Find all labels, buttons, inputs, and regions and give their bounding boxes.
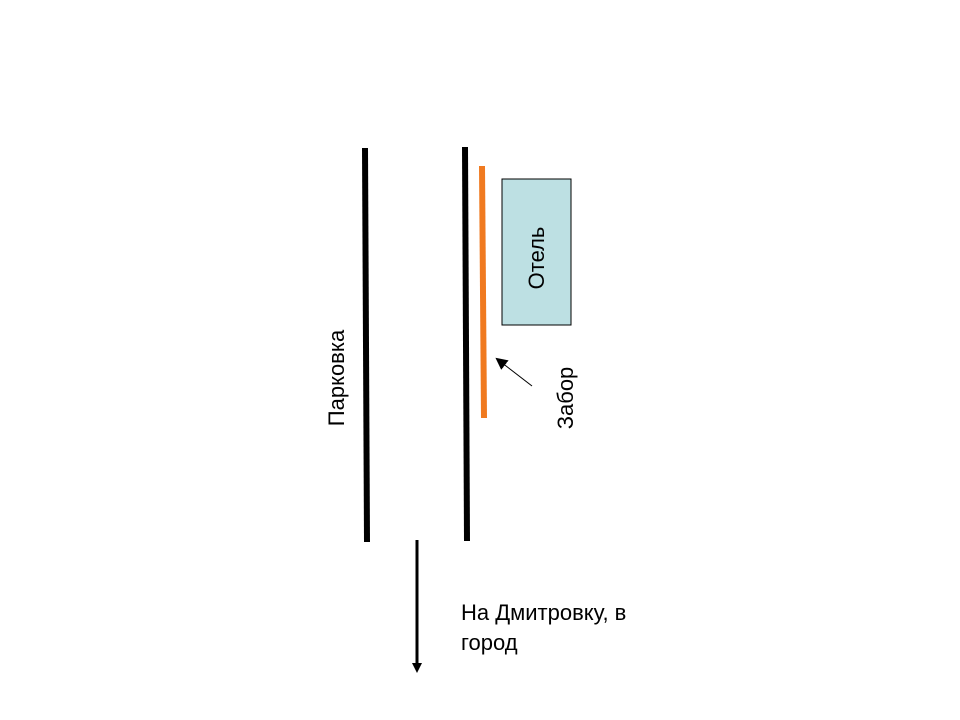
hotel-building	[501, 178, 572, 326]
fence-pointer-arrow	[495, 357, 533, 387]
road-edge-left	[362, 147, 370, 543]
direction-label: На Дмитровку, в город	[461, 600, 627, 655]
road-edge-right	[462, 146, 470, 542]
parking-label: Парковка	[324, 329, 349, 427]
fence-line	[479, 165, 487, 419]
fence-label: Забор	[553, 366, 578, 430]
hotel-label: Отель	[524, 226, 549, 290]
